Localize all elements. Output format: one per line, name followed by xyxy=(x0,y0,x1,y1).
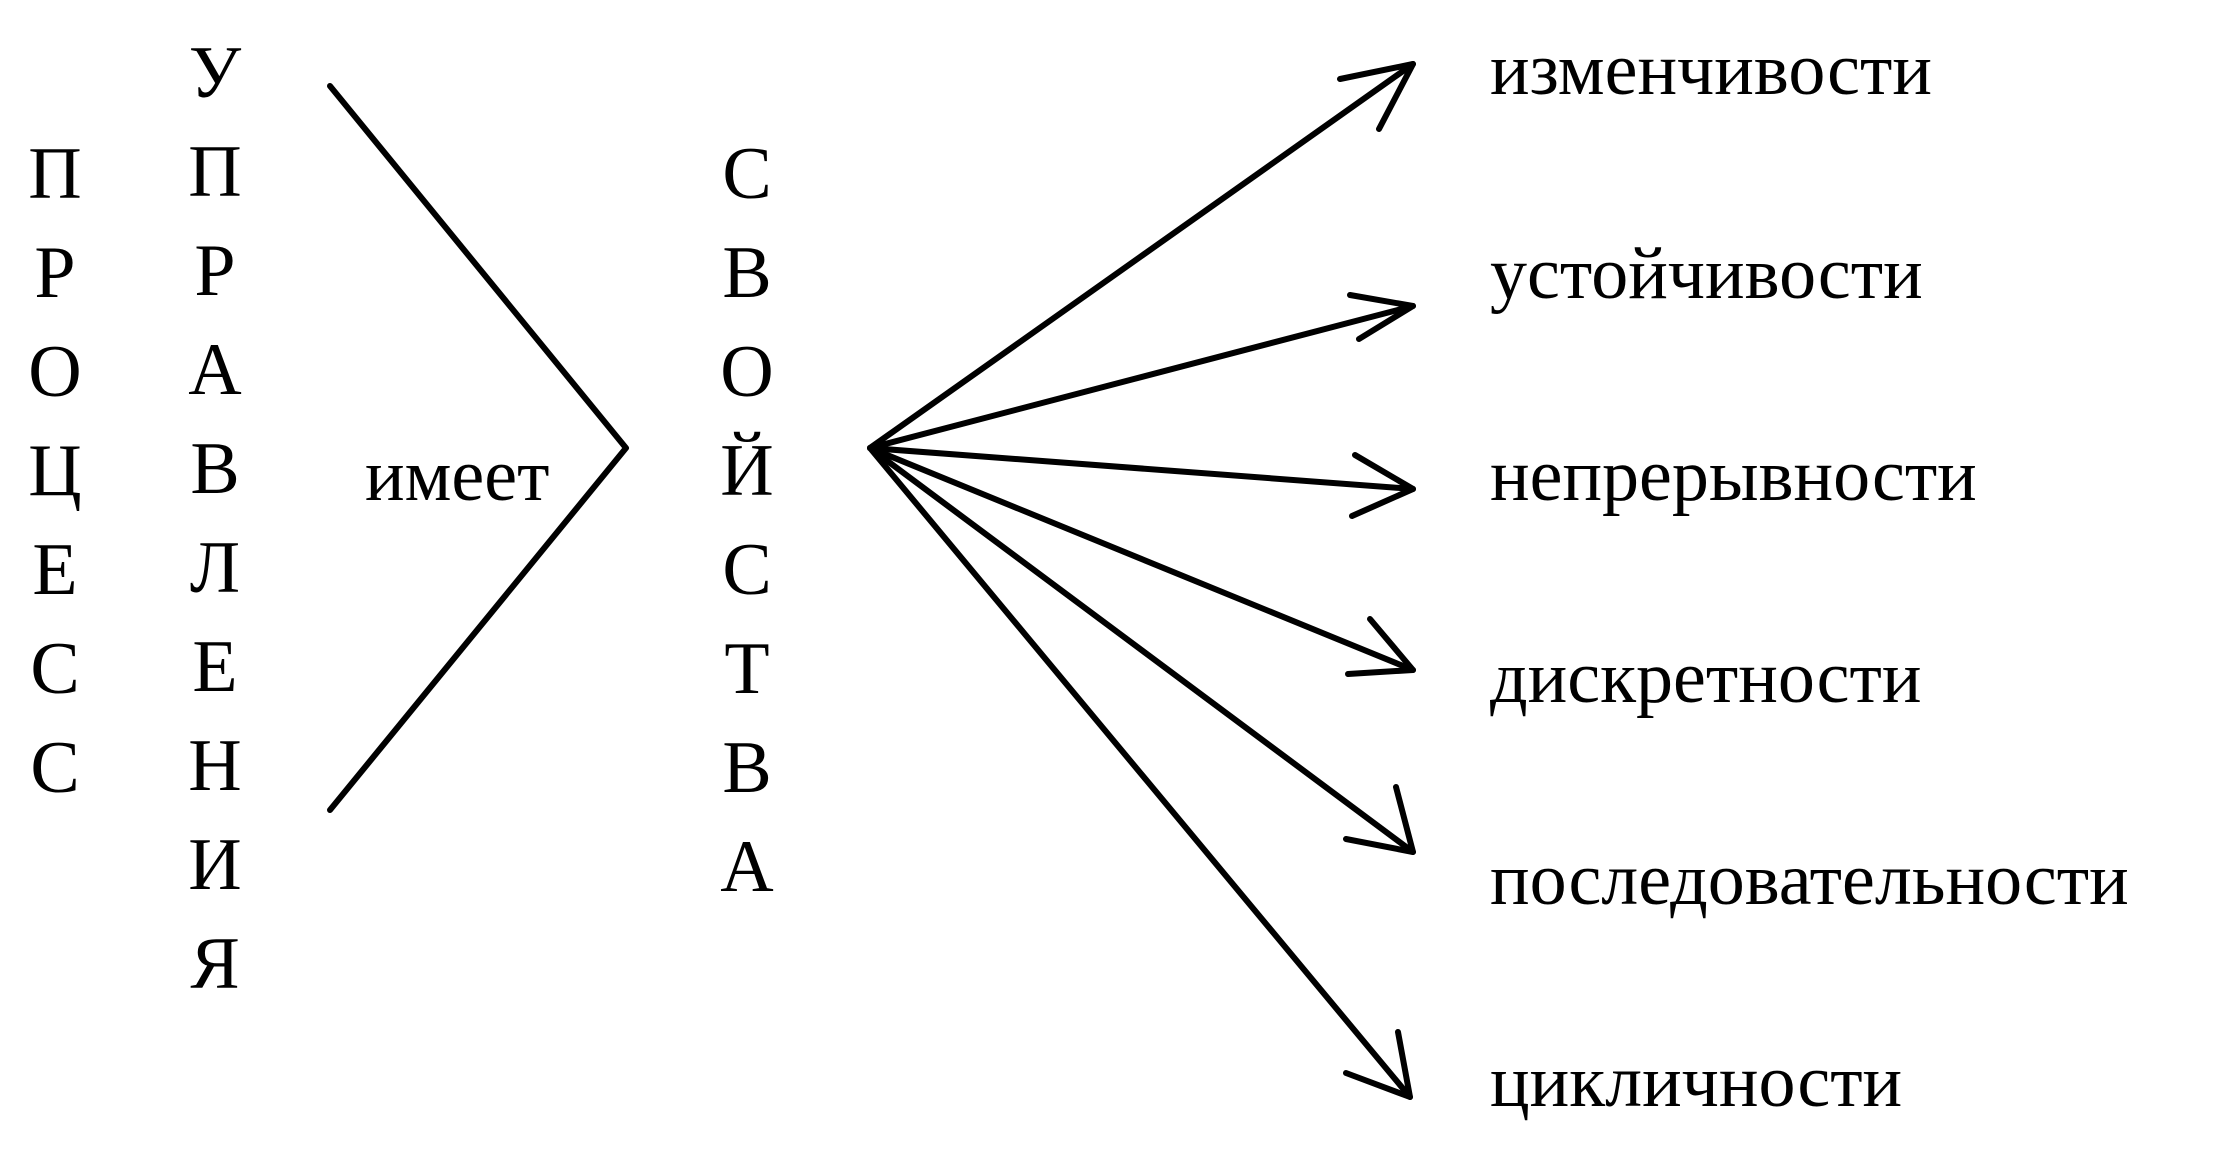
target-posledovatelnosti: последовательности xyxy=(1490,839,2129,921)
letter: Й xyxy=(720,430,774,512)
letter: Л xyxy=(189,527,241,609)
letter: У xyxy=(188,32,242,114)
vertical-word-properties: С В О Й С Т В А xyxy=(712,125,782,917)
letter: В xyxy=(722,232,772,314)
arrow-posledovatelnosti xyxy=(867,445,1416,855)
letter: П xyxy=(28,133,82,215)
letter: Ц xyxy=(28,430,82,512)
arrow-izmenchivosti xyxy=(867,61,1416,451)
chevron-connector xyxy=(327,83,629,813)
arrowhead-posledovatelnosti xyxy=(1343,784,1416,855)
letter: А xyxy=(720,826,774,908)
letter: С xyxy=(30,727,80,809)
letter: Я xyxy=(190,923,240,1005)
letter: А xyxy=(188,329,242,411)
target-diskretnosti: дискретности xyxy=(1490,637,1922,719)
letter: С xyxy=(722,529,772,611)
letter: Р xyxy=(34,232,76,314)
letter: Е xyxy=(32,529,78,611)
arrow-tsiklichnosti xyxy=(867,445,1413,1100)
letter: В xyxy=(190,428,240,510)
letter: С xyxy=(722,133,772,215)
letter: П xyxy=(188,131,242,213)
letter: И xyxy=(188,824,242,906)
letter: Н xyxy=(188,725,242,807)
connector-label: имеет xyxy=(365,435,550,517)
target-izmenchivosti: изменчивости xyxy=(1490,29,1932,111)
arrowhead-nepreryvnosti xyxy=(1349,452,1416,519)
letter: О xyxy=(720,331,774,413)
letter: О xyxy=(28,331,82,413)
letter: С xyxy=(30,628,80,710)
arrowhead-tsiklichnosti xyxy=(1343,1029,1413,1100)
arrowhead-ustoychivosti xyxy=(1347,292,1416,342)
arrow-ustoychivosti xyxy=(867,303,1416,451)
letter: Р xyxy=(194,230,236,312)
arrowhead-diskretnosti xyxy=(1345,616,1416,677)
arrow-diskretnosti xyxy=(867,445,1416,673)
arrow-nepreryvnosti xyxy=(867,445,1416,492)
arrows xyxy=(867,61,1416,1100)
vertical-word-management: У П Р А В Л Е Н И Я xyxy=(180,24,250,1014)
target-tsiklichnosti: цикличности xyxy=(1490,1041,1903,1123)
target-nepreryvnosti: непрерывности xyxy=(1490,435,1977,517)
vertical-word-process: П Р О Ц Е С С xyxy=(20,125,90,818)
arrowhead-izmenchivosti xyxy=(1337,61,1416,132)
letter: В xyxy=(722,727,772,809)
letter: Е xyxy=(192,626,238,708)
letter: Т xyxy=(724,628,770,710)
target-ustoychivosti: устойчивости xyxy=(1490,233,1923,315)
